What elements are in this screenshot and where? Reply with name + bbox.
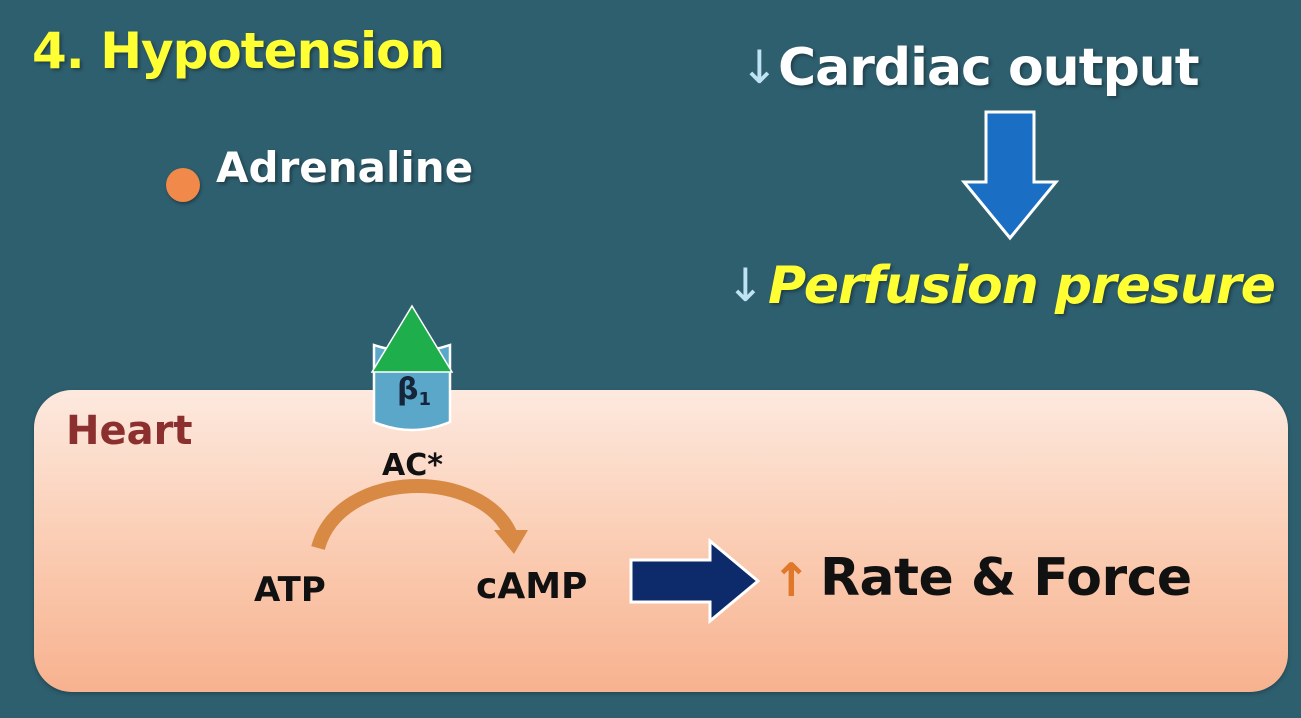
rate-force-label: Rate & Force <box>820 548 1192 608</box>
increase-up-arrow-icon: ↑ <box>772 553 811 607</box>
perfusion-down-arrow-icon: ↓ <box>726 258 765 312</box>
big-down-arrow-icon <box>960 110 1060 241</box>
adrenaline-dot-icon <box>166 168 200 202</box>
perfusion-pressure-label: Perfusion presure <box>768 256 1276 316</box>
beta1-receptor-icon <box>370 304 454 432</box>
right-arrow-icon <box>629 538 761 624</box>
atp-label: ATP <box>254 570 326 610</box>
camp-label: cAMP <box>476 566 588 607</box>
slide-title: 4. Hypotension <box>32 22 445 80</box>
beta1-receptor-label: β1 <box>397 372 432 410</box>
heart-label: Heart <box>66 408 193 454</box>
atp-to-camp-curve-arrow-icon <box>311 479 528 554</box>
cardiac-output-label: Cardiac output <box>778 38 1200 98</box>
adrenaline-label: Adrenaline <box>216 143 474 192</box>
heart-panel <box>34 390 1288 692</box>
adenylyl-cyclase-label: AC* <box>382 448 443 483</box>
cardiac-output-down-arrow-icon: ↓ <box>740 40 779 94</box>
